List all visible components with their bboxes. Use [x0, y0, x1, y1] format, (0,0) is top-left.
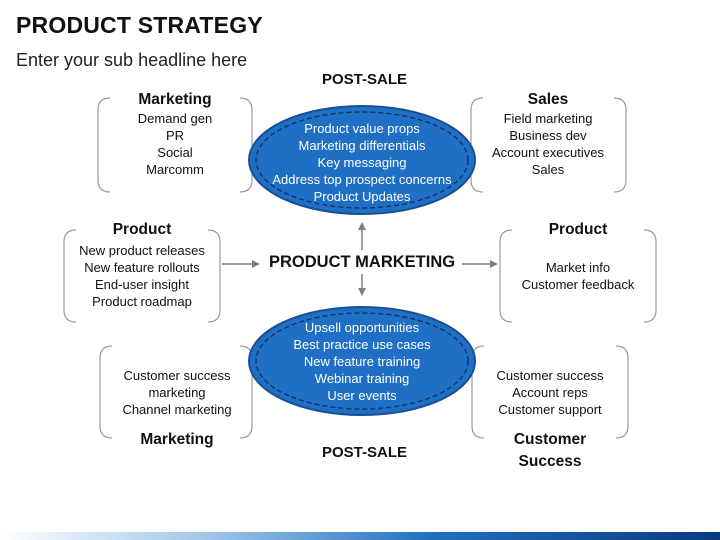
- customer-success-heading-1: Customer: [513, 431, 587, 448]
- ellipse-top-item: Key messaging: [317, 155, 407, 170]
- bracket-marketing-bottom-r: [239, 345, 253, 439]
- product-left-item: New product releases: [79, 243, 205, 258]
- post-sale-bottom-label: POST-SALE: [322, 444, 408, 461]
- customer-success-heading-2: Success: [518, 453, 582, 470]
- product-left-block: Product New product releases New feature…: [70, 220, 214, 310]
- bracket-cs-l: [471, 345, 485, 439]
- ellipse-top-dash: [255, 111, 469, 209]
- product-left-item: New feature rollouts: [84, 260, 200, 275]
- ellipse-bottom-item: Upsell opportunities: [304, 320, 420, 335]
- ellipse-top-text: Product value props Marketing differenti…: [252, 120, 472, 205]
- marketing-top-item: Demand gen: [137, 111, 213, 126]
- marketing-top-item: Social: [157, 145, 193, 160]
- bottom-accent-bar: [0, 532, 720, 540]
- product-right-item: Customer feedback: [521, 277, 635, 292]
- product-right-heading: Product: [548, 221, 608, 238]
- post-sale-top-label: POST-SALE: [322, 71, 408, 88]
- sales-item: Account executives: [491, 145, 604, 160]
- sales-block: Sales Field marketing Business dev Accou…: [478, 90, 618, 178]
- customer-success-item: Account reps: [512, 385, 588, 400]
- sales-item: Sales: [531, 162, 565, 177]
- ellipse-top-item: Address top prospect concerns: [272, 172, 452, 187]
- bracket-product-right-l: [499, 229, 513, 323]
- marketing-bottom-item: Channel marketing: [122, 402, 232, 417]
- product-left-heading: Product: [112, 221, 172, 238]
- bracket-sales-right: [613, 97, 627, 193]
- customer-success-block: Customer success Account reps Customer s…: [480, 367, 620, 472]
- marketing-top-block: Marketing Demand gen PR Social Marcomm: [110, 90, 240, 178]
- bracket-product-left-r: [207, 229, 221, 323]
- bracket-cs-r: [615, 345, 629, 439]
- bracket-marketing-bottom-l: [99, 345, 113, 439]
- marketing-bottom-block: Customer success marketing Channel marke…: [110, 367, 244, 450]
- ellipse-bottom-dash: [255, 312, 469, 410]
- sales-item: Business dev: [509, 128, 587, 143]
- sales-item: Field marketing: [503, 111, 593, 126]
- product-marketing-label: PRODUCT MARKETING: [269, 253, 456, 271]
- slide-title: PRODUCT STRATEGY: [16, 12, 263, 38]
- product-right-block: Product Market info Customer feedback: [506, 220, 650, 293]
- ellipse-bottom: [248, 306, 476, 416]
- ellipse-top-item: Product value props: [304, 121, 420, 136]
- customer-success-item: Customer support: [498, 402, 602, 417]
- ellipse-bottom-text: Upsell opportunities Best practice use c…: [252, 319, 472, 404]
- ellipse-top: [248, 105, 476, 215]
- ellipse-top-item: Marketing differentials: [298, 138, 426, 153]
- marketing-top-item: Marcomm: [146, 162, 204, 177]
- marketing-bottom-item: Customer success marketing: [123, 368, 231, 400]
- marketing-bottom-heading: Marketing: [140, 431, 214, 448]
- slide-subtitle: Enter your sub headline here: [16, 50, 248, 70]
- marketing-top-heading: Marketing: [138, 91, 212, 108]
- customer-success-item: Customer success: [496, 368, 604, 383]
- product-left-item: Product roadmap: [92, 294, 192, 309]
- ellipse-bottom-item: Best practice use cases: [293, 337, 431, 352]
- product-left-item: End-user insight: [95, 277, 189, 292]
- bracket-marketing-top-right: [239, 97, 253, 193]
- sales-heading: Sales: [527, 91, 569, 108]
- bracket-marketing-top: [97, 97, 111, 193]
- product-right-item: Market info: [545, 260, 611, 275]
- ellipse-top-item: Product Updates: [313, 189, 411, 204]
- bracket-product-right-r: [643, 229, 657, 323]
- marketing-top-item: PR: [165, 128, 185, 143]
- bracket-product-left-l: [63, 229, 77, 323]
- ellipse-bottom-item: User events: [327, 388, 397, 403]
- ellipse-bottom-item: New feature training: [303, 354, 421, 369]
- ellipse-bottom-item: Webinar training: [314, 371, 410, 386]
